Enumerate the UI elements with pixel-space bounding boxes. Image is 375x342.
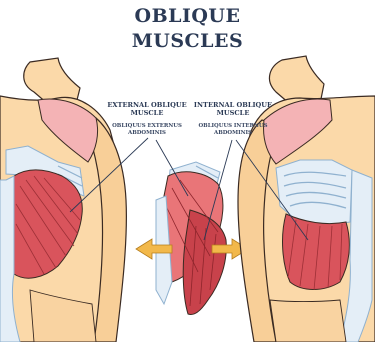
internal-oblique-latin-line-2: ABDOMINIS bbox=[190, 130, 276, 137]
internal-oblique-latin-line-1: OBLIQUUS INTERNUS bbox=[190, 123, 276, 130]
external-oblique-label-line-2: MUSCLE bbox=[104, 110, 190, 118]
title-line-2: MUSCLES bbox=[0, 30, 375, 52]
external-oblique-latin: OBLIQUUS EXTERNUS ABDOMINIS bbox=[104, 123, 190, 136]
right-internal-oblique bbox=[283, 214, 350, 290]
right-torso bbox=[238, 56, 375, 342]
internal-oblique-label-line-2: MUSCLE bbox=[190, 110, 276, 118]
internal-oblique-latin: OBLIQUUS INTERNUS ABDOMINIS bbox=[190, 123, 276, 136]
right-hip bbox=[270, 300, 346, 342]
center-muscle-detail bbox=[136, 162, 248, 314]
external-oblique-latin-line-1: OBLIQUUS EXTERNUS bbox=[104, 123, 190, 130]
left-neck bbox=[24, 58, 80, 104]
internal-oblique-label: INTERNAL OBLIQUE MUSCLE bbox=[190, 102, 276, 117]
external-oblique-latin-line-2: ABDOMINIS bbox=[104, 130, 190, 137]
title-line-1: OBLIQUE bbox=[0, 5, 375, 27]
external-oblique-label: EXTERNAL OBLIQUE MUSCLE bbox=[104, 102, 190, 117]
right-neck bbox=[269, 56, 324, 104]
